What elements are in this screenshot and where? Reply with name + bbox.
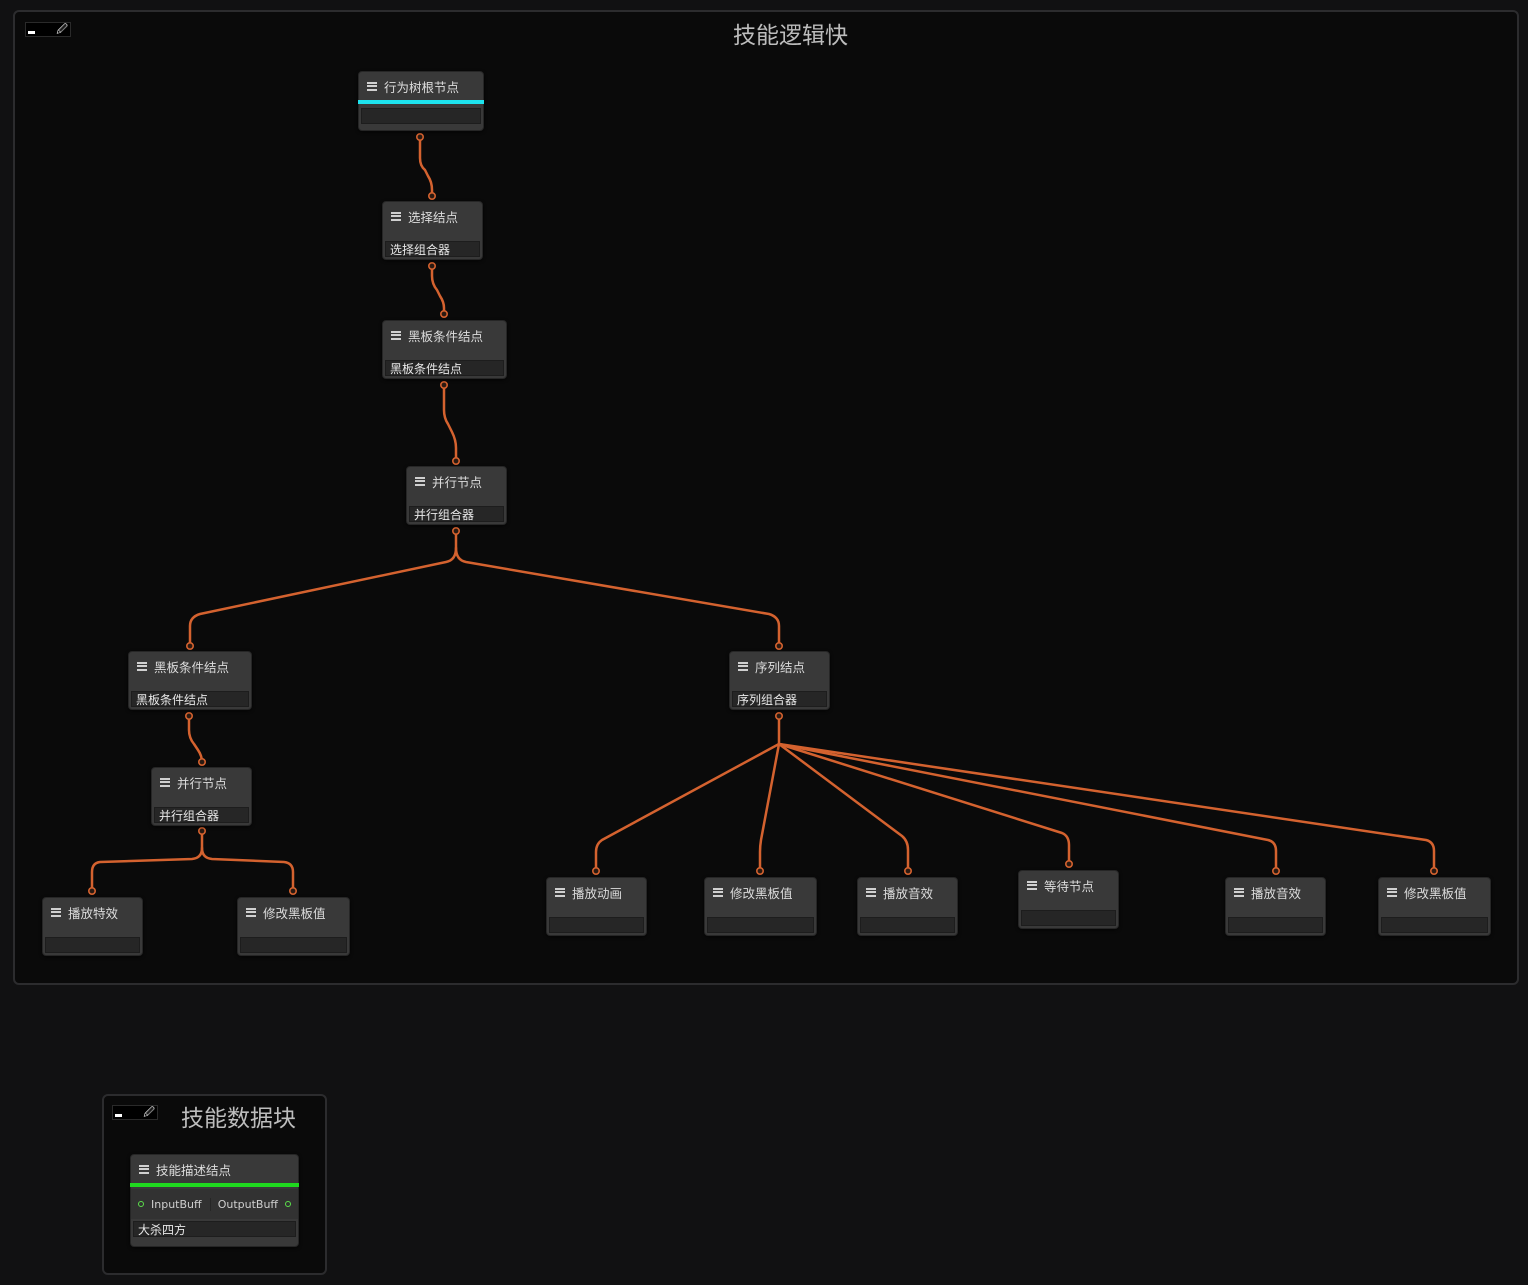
eyedropper-icon[interactable]: 🖉 [56, 23, 68, 36]
node-field[interactable] [361, 108, 481, 124]
modify-blackboard-node[interactable]: 修改黑板值 [1378, 877, 1491, 936]
node-field[interactable] [1021, 910, 1116, 926]
node-list-icon [391, 211, 401, 221]
output-port[interactable]: OutputBuff [209, 1197, 298, 1211]
group-color-picker[interactable]: 🖉 [25, 22, 71, 37]
node-field[interactable] [1381, 917, 1488, 933]
port-dot-icon[interactable] [138, 1201, 144, 1207]
port-dot-icon[interactable] [285, 1201, 291, 1207]
node-list-icon [367, 81, 377, 91]
node-field[interactable] [860, 917, 955, 933]
node-title: 播放动画 [572, 885, 623, 901]
node-title: 修改黑板值 [263, 905, 326, 921]
node-field[interactable] [240, 937, 347, 953]
node-list-icon [139, 1164, 149, 1174]
node-title: 等待节点 [1044, 878, 1095, 894]
node-title: 播放音效 [1251, 885, 1302, 901]
node-list-icon [713, 887, 723, 897]
node-accent-bar [130, 1183, 299, 1187]
node-field[interactable] [549, 917, 644, 933]
output-port-label: OutputBuff [217, 1197, 278, 1211]
node-list-icon [137, 661, 147, 671]
node-list-icon [738, 661, 748, 671]
node-title: 并行节点 [177, 775, 228, 791]
node-list-icon [866, 887, 876, 897]
node-field[interactable]: 选择组合器 [385, 241, 480, 257]
node-list-icon [1234, 887, 1244, 897]
parallel-node[interactable]: 并行节点 并行组合器 [151, 767, 252, 826]
node-list-icon [391, 330, 401, 340]
node-title: 技能描述结点 [156, 1162, 232, 1178]
node-field[interactable]: 黑板条件结点 [385, 360, 504, 376]
node-list-icon [51, 907, 61, 917]
color-bar [115, 1114, 122, 1117]
blackboard-condition-node[interactable]: 黑板条件结点 黑板条件结点 [128, 651, 252, 710]
node-field[interactable]: 序列组合器 [732, 691, 827, 707]
node-title: 黑板条件结点 [408, 328, 484, 344]
group-color-picker[interactable]: 🖉 [112, 1105, 158, 1120]
group-title: 技能逻辑快 [733, 23, 848, 49]
node-field[interactable] [1228, 917, 1323, 933]
node-list-icon [246, 907, 256, 917]
modify-blackboard-node[interactable]: 修改黑板值 [704, 877, 817, 936]
node-field[interactable]: 黑板条件结点 [131, 691, 249, 707]
sequence-node[interactable]: 序列结点 序列组合器 [729, 651, 830, 710]
wait-node[interactable]: 等待节点 [1018, 870, 1119, 929]
parallel-node[interactable]: 并行节点 并行组合器 [406, 466, 507, 525]
input-port-label: InputBuff [151, 1197, 202, 1211]
color-bar [28, 31, 35, 34]
node-title: 修改黑板值 [730, 885, 793, 901]
selector-node[interactable]: 选择结点 选择组合器 [382, 201, 483, 260]
node-title: 播放特效 [68, 905, 119, 921]
play-effect-node[interactable]: 播放特效 [42, 897, 143, 956]
node-title: 黑板条件结点 [154, 659, 230, 675]
node-field[interactable]: 并行组合器 [154, 807, 249, 823]
node-list-icon [1387, 887, 1397, 897]
node-accent-bar [358, 100, 484, 104]
modify-blackboard-node[interactable]: 修改黑板值 [237, 897, 350, 956]
play-animation-node[interactable]: 播放动画 [546, 877, 647, 936]
node-title: 行为树根节点 [384, 79, 460, 95]
node-title: 播放音效 [883, 885, 934, 901]
node-title: 并行节点 [432, 474, 483, 490]
blackboard-condition-node[interactable]: 黑板条件结点 黑板条件结点 [382, 320, 507, 379]
eyedropper-icon[interactable]: 🖉 [143, 1106, 155, 1119]
node-list-icon [1027, 880, 1037, 890]
node-title: 修改黑板值 [1404, 885, 1467, 901]
skill-logic-group[interactable]: 🖉 技能逻辑快 [13, 10, 1519, 985]
behavior-tree-root-node[interactable]: 行为树根节点 [358, 71, 484, 131]
node-field[interactable] [45, 937, 140, 953]
play-sound-node[interactable]: 播放音效 [857, 877, 958, 936]
node-list-icon [555, 887, 565, 897]
group-title: 技能数据块 [181, 1106, 296, 1132]
node-ports: InputBuff OutputBuff [131, 1189, 298, 1219]
node-list-icon [415, 476, 425, 486]
node-list-icon [160, 777, 170, 787]
node-field[interactable]: 大杀四方 [133, 1221, 296, 1237]
node-title: 序列结点 [755, 659, 806, 675]
node-field[interactable]: 并行组合器 [409, 506, 504, 522]
node-title: 选择结点 [408, 209, 459, 225]
node-field[interactable] [707, 917, 814, 933]
skill-description-node[interactable]: 技能描述结点 InputBuff OutputBuff 大杀四方 [130, 1154, 299, 1247]
input-port[interactable]: InputBuff [131, 1198, 210, 1211]
play-sound-node[interactable]: 播放音效 [1225, 877, 1326, 936]
